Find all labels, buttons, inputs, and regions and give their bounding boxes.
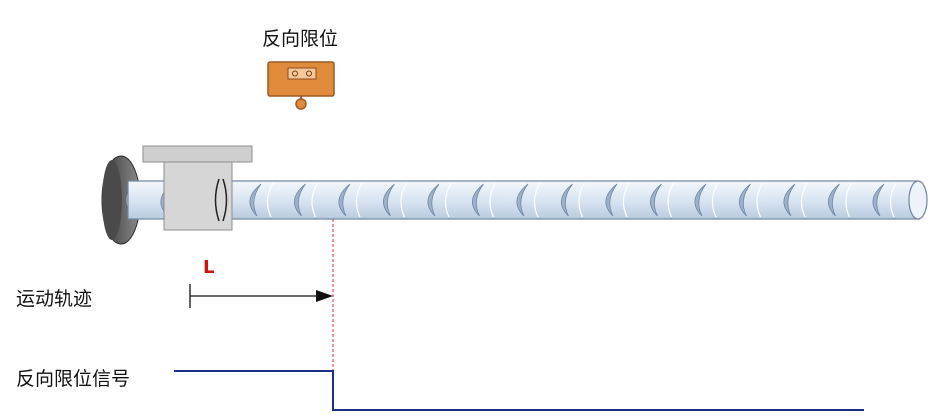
screw-thread-highlight xyxy=(845,182,853,218)
limit-signal-waveform xyxy=(174,370,864,411)
screw-groove xyxy=(516,183,529,217)
screw-groove xyxy=(694,183,707,217)
screw-thread-highlight xyxy=(756,182,764,218)
switch-window xyxy=(287,67,317,80)
screw-groove xyxy=(783,183,796,217)
screw-thread-highlight xyxy=(311,182,319,218)
carriage-block xyxy=(163,161,233,231)
switch-screw-right xyxy=(306,70,312,77)
screw-end xyxy=(908,180,928,220)
screw-groove xyxy=(249,183,262,217)
screw-thread-highlight xyxy=(667,182,675,218)
handwheel-rim xyxy=(102,160,122,240)
screw-thread-highlight xyxy=(489,182,497,218)
screw-groove xyxy=(561,183,573,217)
screw-groove xyxy=(828,183,840,217)
carriage-top-plate xyxy=(142,145,253,163)
switch-roller xyxy=(295,98,307,110)
screw-groove xyxy=(605,183,618,217)
screw-thread-highlight xyxy=(622,182,630,218)
screw-thread-highlight xyxy=(578,182,586,218)
screw-thread-highlight xyxy=(400,182,408,218)
motion-track-label: 运动轨迹 xyxy=(16,288,93,310)
limit-switch-label: 反向限位 xyxy=(262,28,339,50)
screw-thread-highlight xyxy=(711,182,719,218)
screw-groove xyxy=(650,183,662,217)
screw-groove xyxy=(294,183,306,217)
screw-groove xyxy=(872,183,885,217)
carriage-slot-right xyxy=(222,178,228,222)
screw-thread-highlight xyxy=(533,182,541,218)
screw-thread-highlight xyxy=(444,182,452,218)
limit-switch-icon xyxy=(267,61,335,110)
screw-thread-highlight xyxy=(889,182,897,218)
carriage-slot-left xyxy=(214,178,220,222)
screw-groove xyxy=(383,183,395,217)
screw-thread-highlight xyxy=(800,182,808,218)
motion-distance-arrow xyxy=(189,284,333,308)
arrow-right-icon xyxy=(316,290,333,302)
screw-groove xyxy=(739,183,751,217)
screw-groove xyxy=(472,183,484,217)
distance-label: L xyxy=(203,257,215,278)
ball-screw-icon xyxy=(127,180,928,220)
carriage-icon xyxy=(142,145,253,231)
screw-groove xyxy=(427,183,440,217)
screw-groove xyxy=(338,183,351,217)
switch-screw-left xyxy=(292,70,298,77)
limit-signal-label: 反向限位信号 xyxy=(16,368,131,390)
screw-thread-highlight xyxy=(266,182,274,218)
screw-thread-highlight xyxy=(355,182,363,218)
